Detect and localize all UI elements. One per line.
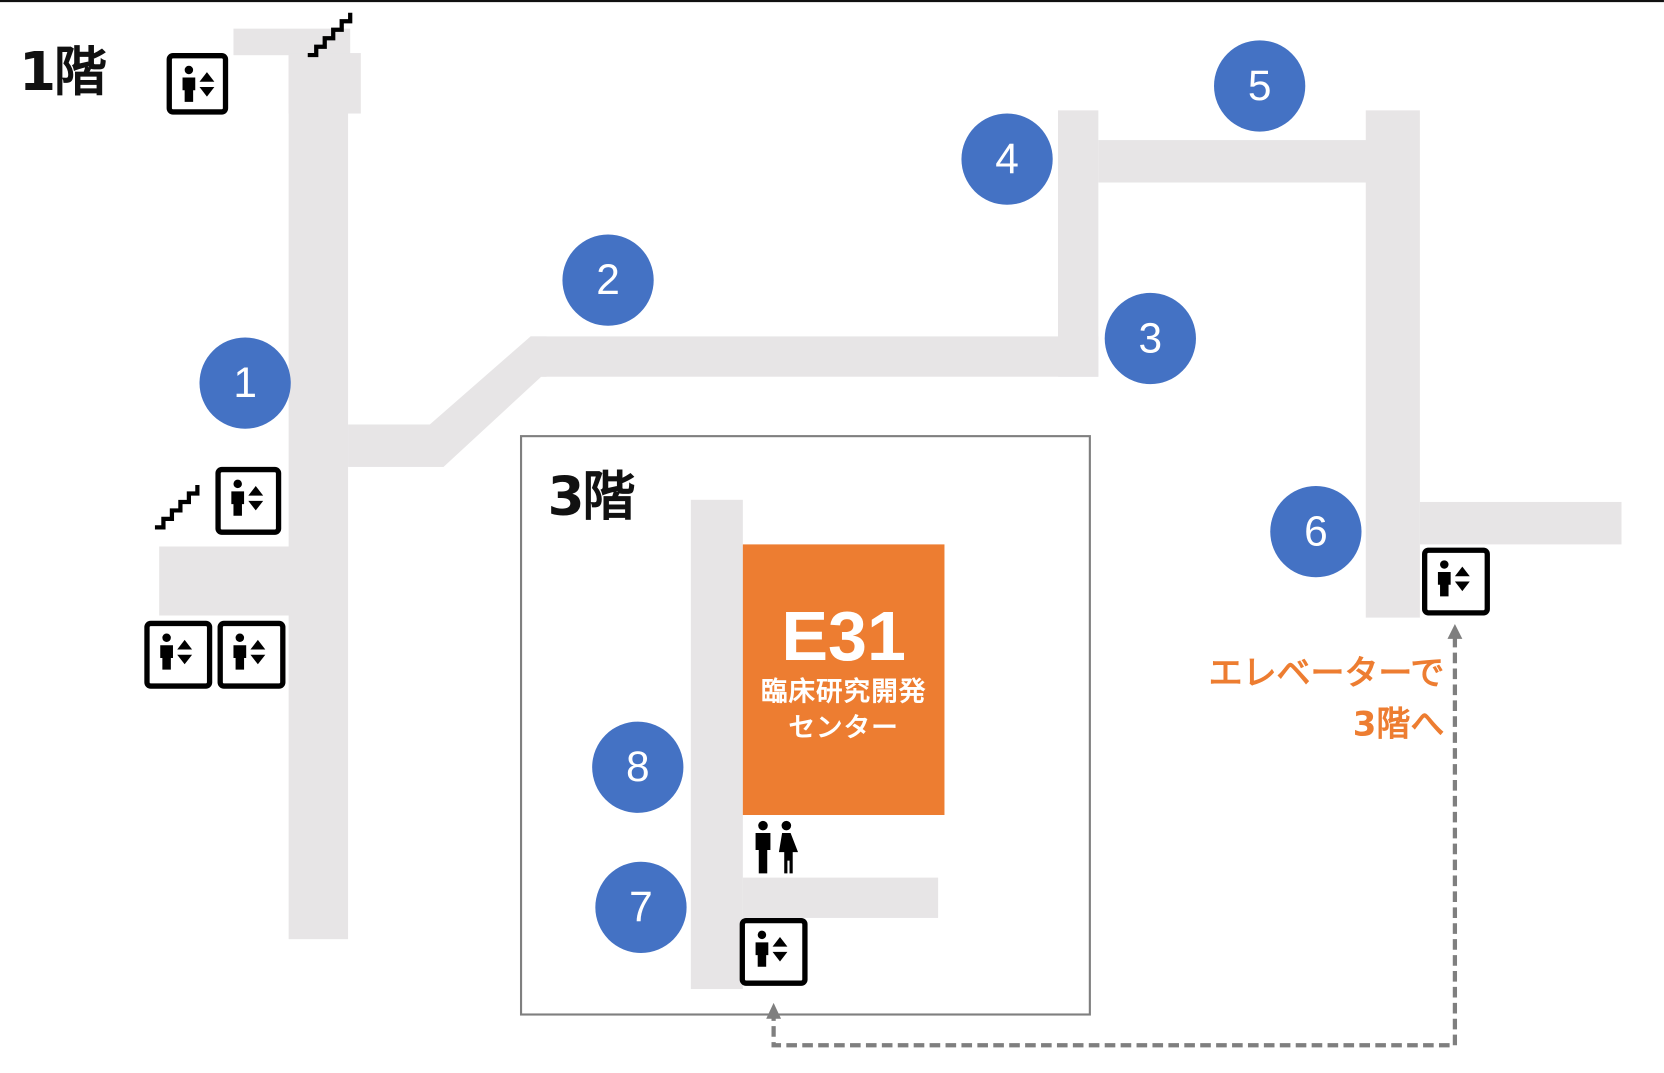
waypoint-1[interactable]: 1	[199, 337, 291, 429]
floor3-corridor-vertical	[690, 499, 743, 990]
elevator-icon	[215, 466, 282, 535]
corridor-middle-horizontal	[530, 336, 1099, 377]
waypoint-6[interactable]: 6	[1270, 486, 1362, 578]
route-note-line2: 3階へ	[1352, 703, 1445, 744]
floor3-corridor-horizontal	[742, 877, 939, 918]
elevator-icon	[144, 620, 213, 689]
room-code: E31	[781, 596, 906, 675]
waypoint-2[interactable]: 2	[562, 234, 654, 326]
corridor-west-vertical	[288, 53, 349, 940]
corridor-east-vertical	[1365, 110, 1420, 618]
elevator-icon	[217, 620, 286, 689]
corridor-top-stub	[233, 28, 351, 56]
elevator-icon	[739, 917, 808, 986]
corridor-west-stub	[159, 546, 292, 616]
waypoint-7[interactable]: 7	[595, 861, 687, 953]
waypoint-5[interactable]: 5	[1214, 40, 1306, 132]
room-name-line2: センター	[788, 712, 899, 743]
corridor-north-horizontal	[1098, 140, 1369, 183]
elevator-icon	[166, 53, 229, 115]
waypoint-8[interactable]: 8	[592, 721, 684, 813]
corridor-connector	[348, 424, 444, 467]
floor-label-3f: 3階	[547, 465, 636, 528]
floor-label-1f: 1階	[19, 41, 107, 103]
waypoint-3[interactable]: 3	[1104, 292, 1196, 385]
route-note-line1: エレベーターで	[1208, 652, 1445, 693]
route-note: エレベーターで 3階へ	[1209, 647, 1445, 749]
corridor-mid-vertical	[1058, 110, 1099, 377]
elevator-icon	[1422, 547, 1490, 616]
stairs-icon	[307, 12, 353, 58]
corridor-east-horizontal	[1419, 501, 1622, 545]
destination-room-e31[interactable]: E31 臨床研究開発 センター	[742, 544, 945, 816]
top-border	[0, 0, 1664, 3]
stairs-icon	[154, 484, 200, 530]
waypoint-4[interactable]: 4	[961, 113, 1053, 205]
restroom-icon	[755, 820, 799, 874]
room-name-line1: 臨床研究開発	[760, 675, 927, 707]
